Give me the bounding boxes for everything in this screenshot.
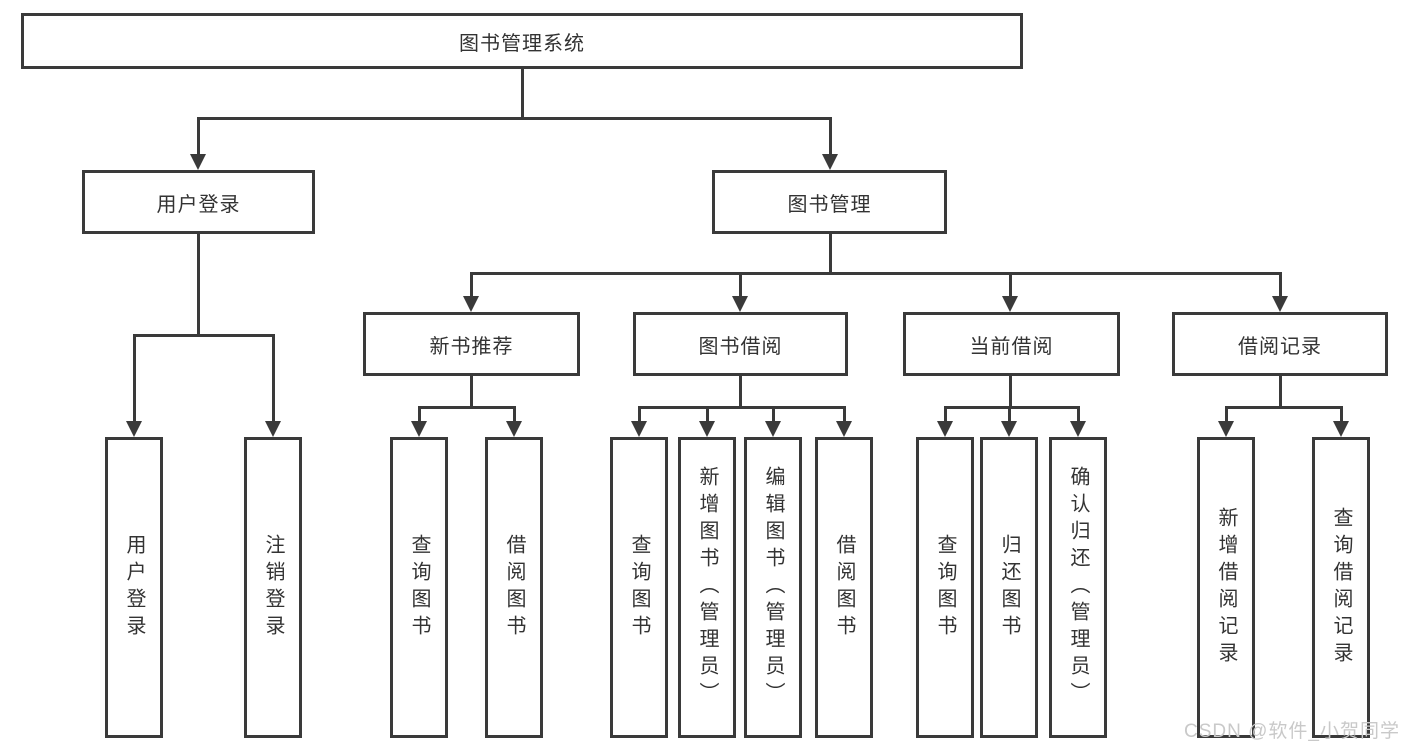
connector-line: [829, 234, 832, 274]
csdn-watermark: CSDN @软件_小贺同学: [1184, 721, 1400, 742]
connector-line: [638, 406, 641, 422]
node-user-login: 用户登录: [82, 170, 315, 234]
connector-line: [133, 334, 275, 337]
leaf-current-confirm-return-admin: 确认归还（管理员）: [1049, 437, 1107, 738]
node-new-book-recommendation: 新书推荐: [363, 312, 580, 376]
node-label: 新增借阅记录: [1215, 506, 1237, 669]
arrow-down-icon: [836, 421, 852, 437]
node-label: 归还图书: [998, 533, 1020, 642]
arrow-down-icon: [822, 154, 838, 170]
node-label: 图书管理系统: [459, 32, 585, 55]
node-label: 查询图书: [408, 533, 430, 642]
node-book-borrowing: 图书借阅: [633, 312, 848, 376]
arrow-down-icon: [1002, 296, 1018, 312]
connector-line: [197, 117, 832, 120]
node-label: 用户登录: [123, 533, 145, 642]
connector-line: [418, 406, 516, 409]
arrow-down-icon: [265, 421, 281, 437]
node-label: 查询图书: [934, 533, 956, 642]
leaf-logout: 注销登录: [244, 437, 302, 738]
arrow-down-icon: [190, 154, 206, 170]
connector-line: [1077, 406, 1080, 422]
connector-line: [513, 406, 516, 422]
connector-line: [197, 117, 200, 155]
connector-line: [944, 406, 947, 422]
node-label: 用户登录: [156, 193, 241, 216]
connector-line: [1340, 406, 1343, 422]
connector-line: [843, 406, 846, 422]
node-label: 查询借阅记录: [1330, 506, 1352, 669]
connector-line: [1279, 272, 1282, 298]
node-label: 借阅图书: [503, 533, 525, 642]
leaf-records-query-record: 查询借阅记录: [1312, 437, 1370, 738]
arrow-down-icon: [1218, 421, 1234, 437]
leaf-borrowing-borrow-books: 借阅图书: [815, 437, 873, 738]
connector-line: [739, 376, 742, 408]
node-label: 注销登录: [262, 533, 284, 642]
connector-line: [944, 406, 1080, 409]
node-label: 图书借阅: [698, 335, 783, 358]
connector-line: [638, 406, 846, 409]
connector-line: [1008, 406, 1011, 422]
leaf-records-add-record: 新增借阅记录: [1197, 437, 1255, 738]
connector-line: [418, 406, 421, 422]
leaf-current-return-books: 归还图书: [980, 437, 1038, 738]
arrow-down-icon: [1001, 421, 1017, 437]
connector-line: [470, 272, 473, 298]
arrow-down-icon: [463, 296, 479, 312]
node-label: 借阅图书: [833, 533, 855, 642]
connector-line: [133, 334, 136, 422]
arrow-down-icon: [1333, 421, 1349, 437]
arrow-down-icon: [506, 421, 522, 437]
leaf-newbooks-borrow-books: 借阅图书: [485, 437, 543, 738]
leaf-user-login: 用户登录: [105, 437, 163, 738]
connector-line: [772, 406, 775, 422]
leaf-current-query-books: 查询图书: [916, 437, 974, 738]
arrow-down-icon: [411, 421, 427, 437]
node-label: 图书管理: [787, 193, 872, 216]
connector-line: [470, 272, 1282, 275]
arrow-down-icon: [937, 421, 953, 437]
connector-line: [272, 334, 275, 422]
arrow-down-icon: [631, 421, 647, 437]
connector-line: [1009, 272, 1012, 298]
connector-line: [1279, 376, 1282, 408]
connector-line: [1225, 406, 1343, 409]
node-book-management: 图书管理: [712, 170, 947, 234]
connector-line: [1009, 376, 1012, 408]
node-borrowing-records: 借阅记录: [1172, 312, 1388, 376]
arrow-down-icon: [765, 421, 781, 437]
arrow-down-icon: [1070, 421, 1086, 437]
arrow-down-icon: [1272, 296, 1288, 312]
arrow-down-icon: [732, 296, 748, 312]
connector-line: [829, 117, 832, 155]
node-label: 当前借阅: [969, 335, 1054, 358]
connector-line: [521, 68, 524, 118]
connector-line: [197, 234, 200, 336]
node-label: 新增图书（管理员）: [696, 466, 718, 709]
node-label: 编辑图书（管理员）: [762, 466, 784, 709]
connector-line: [470, 376, 473, 408]
node-library-management-system: 图书管理系统: [21, 13, 1023, 69]
connector-line: [1225, 406, 1228, 422]
connector-line: [706, 406, 709, 422]
node-current-borrowing: 当前借阅: [903, 312, 1120, 376]
arrow-down-icon: [699, 421, 715, 437]
leaf-borrowing-add-books-admin: 新增图书（管理员）: [678, 437, 736, 738]
leaf-borrowing-query-books: 查询图书: [610, 437, 668, 738]
node-label: 借阅记录: [1238, 335, 1322, 358]
leaf-borrowing-edit-books-admin: 编辑图书（管理员）: [744, 437, 802, 738]
node-label: 查询图书: [628, 533, 650, 642]
connector-line: [739, 272, 742, 298]
node-label: 确认归还（管理员）: [1067, 466, 1089, 709]
leaf-newbooks-query-books: 查询图书: [390, 437, 448, 738]
arrow-down-icon: [126, 421, 142, 437]
node-label: 新书推荐: [429, 335, 514, 358]
